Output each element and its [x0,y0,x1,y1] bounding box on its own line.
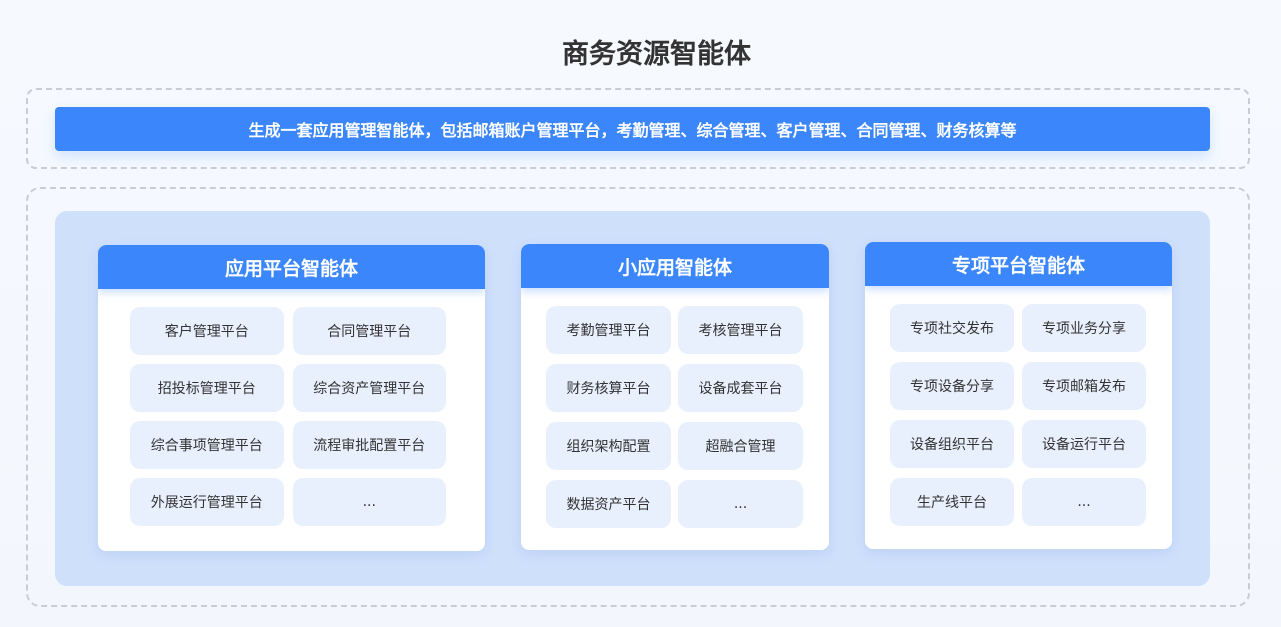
card-item[interactable]: 流程审批配置平台 [292,421,446,469]
card-title: 小应用智能体 [521,244,829,288]
card-item[interactable]: 外展运行管理平台 [130,478,284,526]
agent-card-special-platform: 专项平台智能体 专项社交发布 专项业务分享 专项设备分享 专项邮箱发布 设备组织… [865,242,1172,549]
agent-card-mini-app: 小应用智能体 考勤管理平台 考核管理平台 财务核算平台 设备成套平台 组织架构配… [521,244,829,550]
card-item-grid: 客户管理平台 合同管理平台 招投标管理平台 综合资产管理平台 综合事项管理平台 … [98,289,485,526]
card-item[interactable]: 综合资产管理平台 [292,364,446,412]
card-item-more[interactable]: ... [678,480,803,528]
card-title: 应用平台智能体 [98,245,485,289]
card-item[interactable]: 专项设备分享 [890,362,1014,410]
agent-card-app-platform: 应用平台智能体 客户管理平台 合同管理平台 招投标管理平台 综合资产管理平台 综… [98,245,485,551]
card-item-more[interactable]: ... [292,478,446,526]
card-item[interactable]: 数据资产平台 [546,480,671,528]
card-item[interactable]: 设备组织平台 [890,420,1014,468]
card-item[interactable]: 超融合管理 [678,422,803,470]
card-item[interactable]: 设备成套平台 [678,364,803,412]
card-item[interactable]: 组织架构配置 [546,422,671,470]
card-item[interactable]: 财务核算平台 [546,364,671,412]
card-item-grid: 考勤管理平台 考核管理平台 财务核算平台 设备成套平台 组织架构配置 超融合管理… [521,288,829,528]
page-title: 商务资源智能体 [562,39,751,70]
card-item[interactable]: 考核管理平台 [678,306,803,354]
card-title: 专项平台智能体 [865,242,1172,286]
top-dashed-frame [26,88,1250,169]
card-item-more[interactable]: ... [1022,478,1146,526]
card-item[interactable]: 专项业务分享 [1022,304,1146,352]
card-item[interactable]: 考勤管理平台 [546,306,671,354]
card-item[interactable]: 综合事项管理平台 [130,421,284,469]
bottom-dashed-frame [26,187,1250,607]
card-item[interactable]: 设备运行平台 [1022,420,1146,468]
card-item[interactable]: 合同管理平台 [292,307,446,355]
description-banner: 生成一套应用管理智能体，包括邮箱账户管理平台，考勤管理、综合管理、客户管理、合同… [55,107,1210,151]
card-item[interactable]: 客户管理平台 [130,307,284,355]
card-item[interactable]: 专项邮箱发布 [1022,362,1146,410]
card-item[interactable]: 生产线平台 [890,478,1014,526]
card-item[interactable]: 招投标管理平台 [130,364,284,412]
card-item[interactable]: 专项社交发布 [890,304,1014,352]
card-item-grid: 专项社交发布 专项业务分享 专项设备分享 专项邮箱发布 设备组织平台 设备运行平… [865,286,1172,526]
